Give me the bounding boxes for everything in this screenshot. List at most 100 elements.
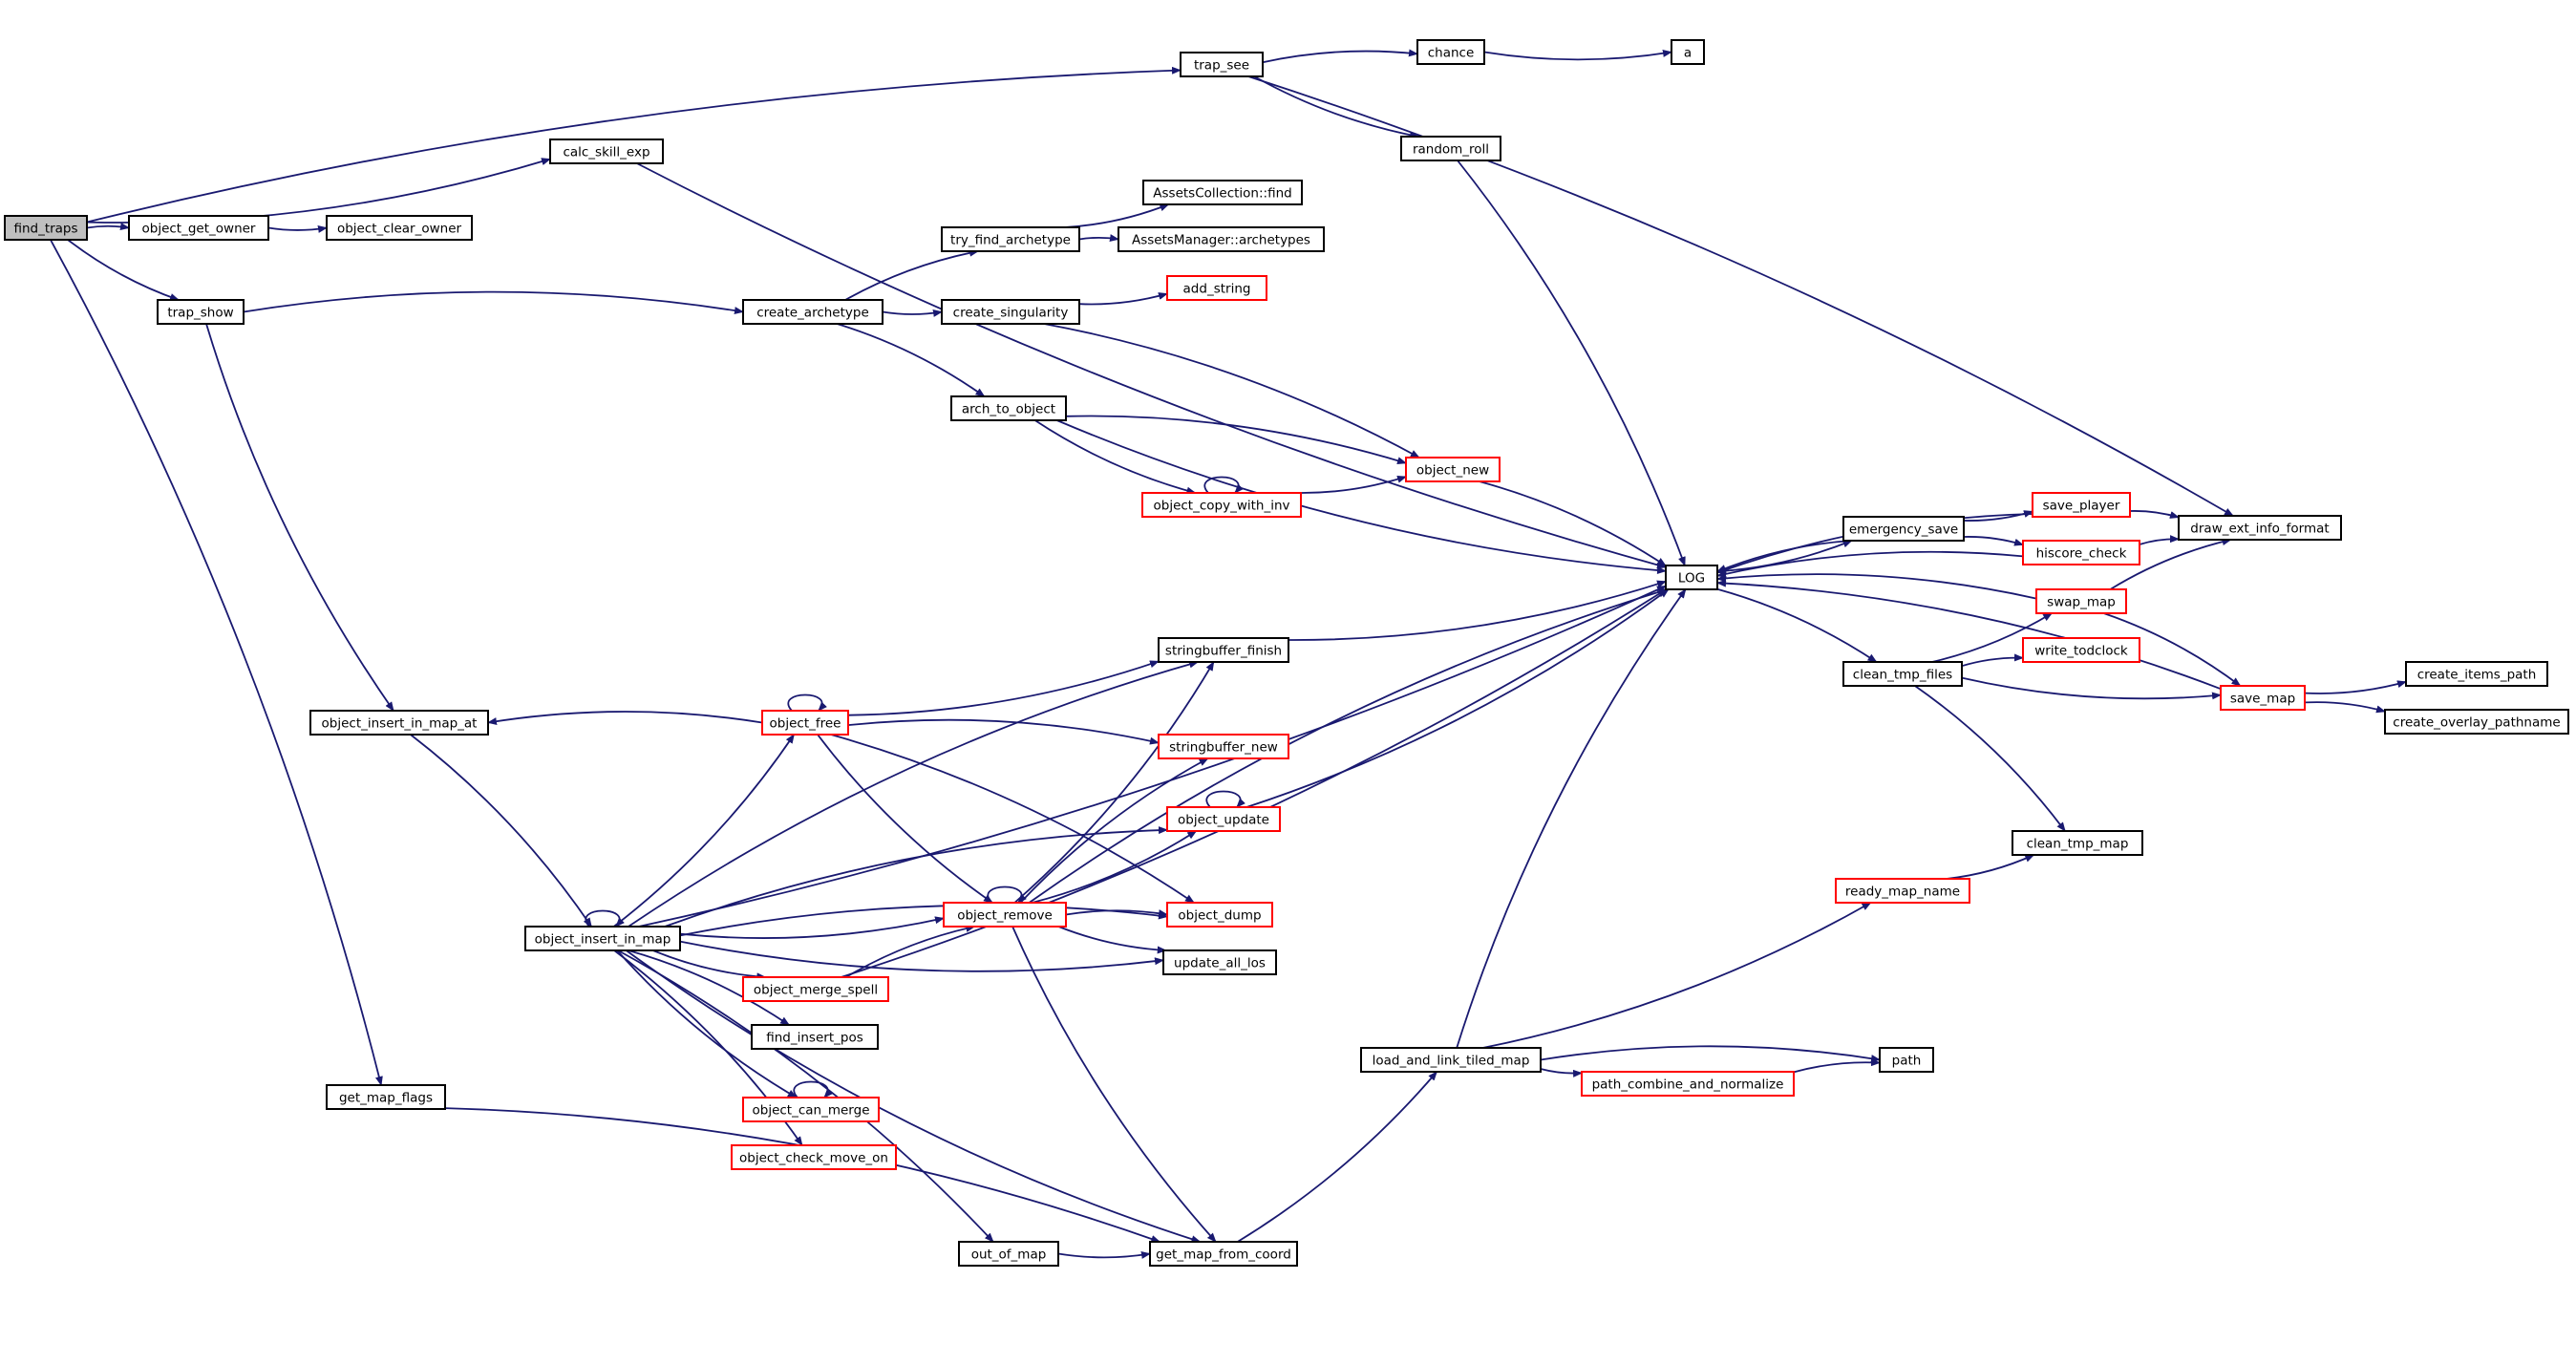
node-create_items_path[interactable]: create_items_path xyxy=(2405,661,2548,687)
node-box xyxy=(1180,52,1264,77)
node-create_archetype[interactable]: create_archetype xyxy=(742,299,884,325)
node-find_traps[interactable]: find_traps xyxy=(4,215,88,241)
node-clean_tmp_files[interactable]: clean_tmp_files xyxy=(1842,661,1963,687)
node-save_map[interactable]: save_map xyxy=(2220,685,2306,711)
edge-object_remove-to-get_map_from_coord xyxy=(1011,926,1217,1243)
edge-object_insert_in_map-to-LOG xyxy=(638,585,1667,928)
edge-object_insert_in_map-to-object_dump xyxy=(679,905,1168,937)
node-object_new[interactable]: object_new xyxy=(1405,457,1501,482)
node-box xyxy=(742,976,889,1002)
node-box xyxy=(1118,226,1325,252)
node-emergency_save[interactable]: emergency_save xyxy=(1842,516,1965,542)
node-label: calc_skill_exp xyxy=(563,145,649,160)
node-box xyxy=(2035,588,2127,614)
node-box xyxy=(1158,637,1289,663)
node-label: save_player xyxy=(2043,499,2120,514)
node-trap_see[interactable]: trap_see xyxy=(1180,52,1264,77)
node-box xyxy=(742,1097,880,1122)
edge-find_traps-to-trap_show xyxy=(67,239,180,301)
edge-object_insert_in_map-to-update_all_los xyxy=(679,940,1164,972)
node-out_of_map[interactable]: out_of_map xyxy=(958,1241,1059,1267)
edge-trap_see-to-chance xyxy=(1262,49,1418,64)
node-load_and_link_tiled_map[interactable]: load_and_link_tiled_map xyxy=(1360,1047,1542,1073)
node-box xyxy=(1166,806,1281,832)
node-update_all_los[interactable]: update_all_los xyxy=(1162,949,1277,975)
edge-object_remove-to-update_all_los xyxy=(1057,926,1167,954)
node-object_update[interactable]: object_update xyxy=(1166,806,1281,832)
node-label: clean_tmp_map xyxy=(2027,837,2129,852)
node-write_todclock[interactable]: write_todclock xyxy=(2022,637,2140,663)
edge-LOG-to-emergency_save xyxy=(1716,540,1853,573)
node-add_string[interactable]: add_string xyxy=(1166,275,1267,301)
edge-load_and_link_tiled_map-to-LOG xyxy=(1456,588,1687,1049)
node-ready_map_name[interactable]: ready_map_name xyxy=(1835,878,1970,904)
node-find_insert_pos[interactable]: find_insert_pos xyxy=(751,1024,879,1050)
edge-create_singularity-to-add_string xyxy=(1078,292,1168,306)
node-a[interactable]: a xyxy=(1671,39,1705,65)
edge-stringbuffer_finish-to-LOG xyxy=(1288,580,1667,641)
node-trap_show[interactable]: trap_show xyxy=(157,299,245,325)
node-try_find_archetype[interactable]: try_find_archetype xyxy=(941,226,1080,252)
edge-object_update-to-LOG xyxy=(1245,588,1670,808)
node-hiscore_check[interactable]: hiscore_check xyxy=(2022,540,2140,565)
node-object_dump[interactable]: object_dump xyxy=(1166,902,1273,928)
node-path_combine_and_normalize[interactable]: path_combine_and_normalize xyxy=(1581,1071,1795,1097)
node-label: emergency_save xyxy=(1849,523,1958,538)
node-object_insert_in_map_at[interactable]: object_insert_in_map_at xyxy=(309,710,489,736)
edge-object_free-to-object_free xyxy=(787,693,828,712)
node-swap_map[interactable]: swap_map xyxy=(2035,588,2127,614)
node-label: object_insert_in_map_at xyxy=(322,716,478,732)
node-stringbuffer_finish[interactable]: stringbuffer_finish xyxy=(1158,637,1289,663)
node-get_map_flags[interactable]: get_map_flags xyxy=(326,1084,446,1110)
edge-ready_map_name-to-clean_tmp_map xyxy=(1946,854,2035,880)
node-draw_ext_info_format[interactable]: draw_ext_info_format xyxy=(2178,515,2342,541)
node-LOG[interactable]: LOG xyxy=(1665,565,1718,590)
edge-swap_map-to-draw_ext_info_format xyxy=(2109,538,2232,590)
node-stringbuffer_new[interactable]: stringbuffer_new xyxy=(1158,734,1289,759)
node-save_player[interactable]: save_player xyxy=(2032,492,2131,518)
edge-try_find_archetype-to-AssetsManager_archetypes xyxy=(1078,234,1119,243)
edge-save_map-to-create_items_path xyxy=(2304,680,2407,694)
node-box xyxy=(2022,637,2140,663)
node-create_overlay_pathname[interactable]: create_overlay_pathname xyxy=(2384,709,2569,735)
node-box xyxy=(1166,902,1273,928)
node-create_singularity[interactable]: create_singularity xyxy=(941,299,1080,325)
node-label: trap_see xyxy=(1194,58,1249,74)
node-box xyxy=(1400,136,1501,161)
edge-chance-to-a xyxy=(1483,49,1672,61)
node-object_check_move_on[interactable]: object_check_move_on xyxy=(731,1144,897,1170)
node-AssetsCollection_find[interactable]: AssetsCollection::find xyxy=(1142,180,1303,205)
node-label: object_get_owner xyxy=(142,222,256,237)
edge-save_map-to-LOG xyxy=(1716,579,2222,691)
node-calc_skill_exp[interactable]: calc_skill_exp xyxy=(549,139,664,164)
edge-object_remove-to-stringbuffer_new xyxy=(1019,757,1209,904)
node-AssetsManager_archetypes[interactable]: AssetsManager::archetypes xyxy=(1118,226,1325,252)
node-object_free[interactable]: object_free xyxy=(761,710,849,736)
node-label: object_update xyxy=(1178,813,1269,828)
node-box xyxy=(1149,1241,1298,1267)
node-label: out_of_map xyxy=(971,1248,1047,1263)
edge-object_free-to-object_remove xyxy=(817,734,993,904)
node-box xyxy=(1142,180,1303,205)
edge-object_merge_spell-to-object_remove xyxy=(845,925,976,978)
node-clean_tmp_map[interactable]: clean_tmp_map xyxy=(2012,830,2143,856)
node-object_get_owner[interactable]: object_get_owner xyxy=(128,215,269,241)
node-label: object_dump xyxy=(1178,908,1261,924)
node-label: object_free xyxy=(770,716,841,732)
node-path[interactable]: path xyxy=(1879,1047,1934,1073)
node-get_map_from_coord[interactable]: get_map_from_coord xyxy=(1149,1241,1298,1267)
node-label: hiscore_check xyxy=(2036,546,2127,562)
node-object_merge_spell[interactable]: object_merge_spell xyxy=(742,976,889,1002)
edge-arch_to_object-to-object_copy_with_inv xyxy=(1034,419,1197,495)
node-object_insert_in_map[interactable]: object_insert_in_map xyxy=(524,926,681,951)
node-label: chance xyxy=(1428,46,1475,61)
node-arch_to_object[interactable]: arch_to_object xyxy=(950,395,1067,421)
node-label: get_map_flags xyxy=(339,1091,433,1106)
node-chance[interactable]: chance xyxy=(1416,39,1485,65)
node-label: object_can_merge xyxy=(753,1103,870,1119)
node-object_remove[interactable]: object_remove xyxy=(943,902,1067,928)
node-random_roll[interactable]: random_roll xyxy=(1400,136,1501,161)
node-object_clear_owner[interactable]: object_clear_owner xyxy=(326,215,473,241)
node-object_copy_with_inv[interactable]: object_copy_with_inv xyxy=(1141,492,1302,518)
node-object_can_merge[interactable]: object_can_merge xyxy=(742,1097,880,1122)
